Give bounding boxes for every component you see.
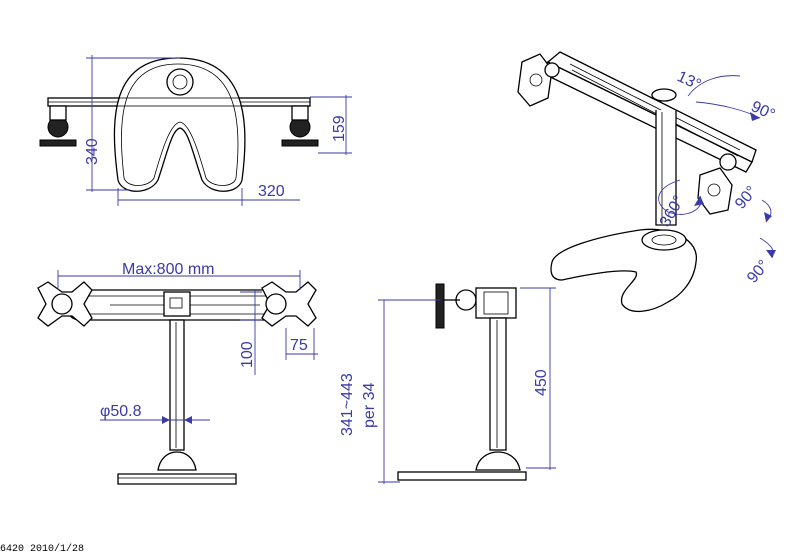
dim-total-height: 450 (533, 369, 550, 396)
top-view (39, 55, 352, 206)
drawing-code: 6420 2010/1/28 (0, 544, 85, 555)
dim-height-step: per 34 (361, 383, 378, 428)
dim-arm-offset: 75 (290, 337, 308, 354)
dim-top-height-b: 159 (331, 115, 348, 142)
side-view (378, 283, 556, 484)
dim-top-height-a: 340 (84, 138, 101, 165)
front-view (37, 270, 318, 485)
dim-max-span: Max:800 mm (122, 261, 214, 278)
dim-height-range: 341~443 (339, 373, 356, 436)
angle-tilt-up: 13° (674, 68, 703, 94)
dim-top-width: 320 (258, 183, 285, 200)
angle-pan-right: 90° (732, 183, 761, 212)
angle-swivel: 90° (744, 257, 773, 286)
dim-pole-diameter: φ50.8 (100, 403, 142, 420)
perspective-view (517, 51, 776, 312)
dim-arm-height: 100 (239, 341, 256, 368)
